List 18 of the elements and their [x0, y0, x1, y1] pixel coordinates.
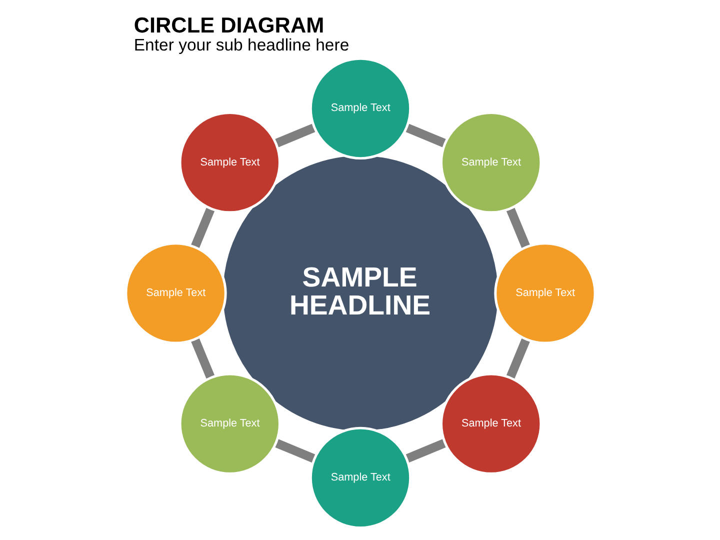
node-circle: Sample Text — [440, 112, 542, 214]
node-circle: Sample Text — [308, 57, 412, 160]
connector — [190, 338, 214, 380]
node-circle: Sample Text — [440, 372, 542, 475]
connector — [506, 206, 530, 249]
diagram-title: CIRCLE DIAGRAM — [133, 12, 324, 38]
node-circle: Sample Text — [308, 426, 412, 529]
node-circle: Sample Text — [178, 112, 280, 214]
node-circle: Sample Text — [494, 242, 596, 344]
connector — [274, 438, 316, 463]
node-circle: Sample Text — [124, 242, 226, 344]
connector — [274, 123, 316, 148]
connector — [190, 206, 214, 249]
node-circle: Sample Text — [178, 372, 280, 475]
caption: Enter your sub headline here — [133, 35, 349, 54]
connector — [404, 438, 446, 463]
connector — [404, 123, 446, 148]
connector — [506, 338, 530, 380]
